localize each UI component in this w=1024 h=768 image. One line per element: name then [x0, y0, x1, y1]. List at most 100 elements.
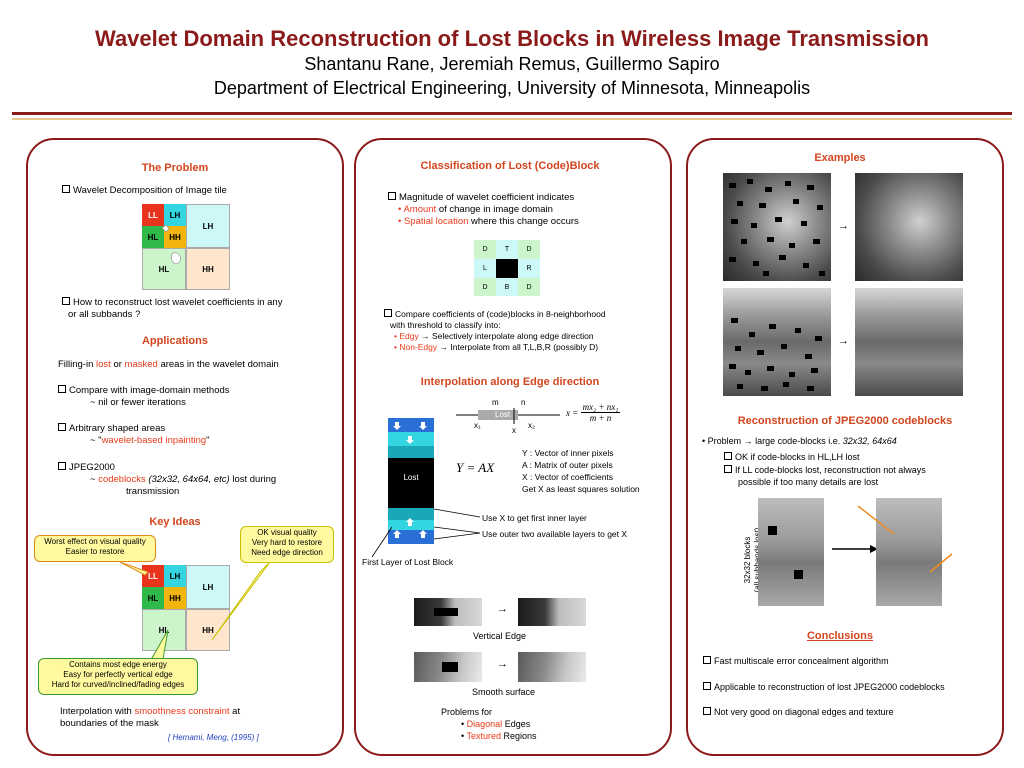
subband-ll: LL [142, 204, 164, 226]
checkbox-bullet-icon [703, 656, 711, 664]
app-filling-text-a: Filling-in [58, 359, 97, 370]
layer-pointer-lines [371, 508, 481, 558]
rotated-label-line1: 32x32 blocks [743, 536, 752, 584]
interp-formula: x = mx₂ + nx₁ m + n [566, 402, 621, 423]
formula-lhs: x = [566, 407, 579, 418]
classification-heading: Classification of Lost (Code)Block [420, 160, 600, 172]
n-label: n [521, 398, 526, 407]
checkbox-bullet-icon [62, 297, 70, 305]
callout-edge-energy: Contains most edge energy Easy for perfe… [38, 658, 198, 695]
lena-damaged-image [723, 173, 831, 281]
a-definition: A : Matrix of outer pixels [522, 460, 613, 470]
subband-hl-small: HL [142, 226, 164, 248]
use-inner-text: Use X to get first inner layer [482, 513, 587, 523]
lost-bar-label: Lost [495, 410, 511, 419]
lena-restored-image [855, 173, 963, 281]
subband-hh-small: HH [164, 226, 186, 248]
app-jpeg-text: JPEG2000 [69, 462, 115, 473]
conclusion-1: Fast multiscale error concealment algori… [703, 655, 993, 667]
checkbox-bullet-icon [58, 423, 66, 431]
lena-lost-blocks [729, 179, 825, 276]
arrow-right-icon: → [497, 658, 508, 670]
app-filling-masked: masked [124, 359, 158, 370]
subband-lh-small: LH [164, 565, 186, 587]
diagonal-rest: Edges [502, 719, 531, 729]
keyideas-heading: Key Ideas [149, 516, 201, 528]
examples-heading: Examples [814, 152, 866, 164]
recon-problem: • Problem → large code-blocks i.e. 32x32… [702, 435, 992, 447]
grid-cell-bl: D [474, 278, 496, 296]
houses-damaged-image [723, 288, 831, 396]
checkbox-bullet-icon [384, 309, 392, 317]
grid-cell-tc: T [496, 240, 518, 259]
subband-hh-big: HH [186, 248, 230, 290]
compare-line2: with threshold to classify into: [390, 320, 501, 330]
grid-cell-bc: B [496, 278, 518, 296]
spatial-red: • Spatial location [398, 216, 469, 227]
problems-for-label: Problems for [441, 707, 493, 717]
app-filling: Filling-in lost or masked areas in the w… [58, 359, 328, 371]
conclusion-2-text: Applicable to reconstruction of lost JPE… [714, 682, 945, 692]
conclusion-2: Applicable to reconstruction of lost JPE… [703, 681, 998, 693]
grid-cell-tr: D [518, 240, 540, 259]
grid-cell-tl: D [474, 240, 496, 259]
arrow-right-icon: → [497, 603, 508, 615]
callout-worst-effect: Worst effect on visual quality Easier to… [34, 535, 156, 562]
poster-department: Department of Electrical Engineering, Un… [213, 78, 811, 98]
smooth-surface-caption: Smooth surface [472, 687, 536, 697]
app-arbitrary-sub-a: ~ " [90, 435, 102, 446]
subband-diagram-key: LL LH HL HH LH HL HH [142, 565, 230, 651]
app-filling-text-c: areas in the wavelet domain [157, 359, 279, 370]
checkbox-bullet-icon [703, 707, 711, 715]
magnitude-text: Magnitude of wavelet coefficient indicat… [388, 192, 658, 228]
callout-edge-energy-line1: Contains most edge energy [69, 660, 167, 669]
problem-bullet-decomposition-text: Wavelet Decomposition of Image tile [73, 185, 227, 196]
use-outer-text: Use outer two available layers to get X [482, 529, 628, 539]
arrow-long-right-icon [832, 545, 878, 553]
app-arbitrary-sub-b: " [206, 435, 210, 446]
boat-orange-pointers [857, 505, 953, 573]
problem-bullet-reconstruct-text: How to reconstruct lost wavelet coeffici… [73, 297, 283, 308]
recon-if-text: If LL code-blocks lost, reconstruction n… [735, 465, 926, 475]
arrow-right-icon: → [838, 335, 849, 347]
recon-if: If LL code-blocks lost, reconstruction n… [724, 464, 994, 488]
poster-authors: Shantanu Rane, Jeremiah Remus, Guillermo… [304, 54, 720, 74]
subband-hl-big: HL [142, 248, 186, 290]
interp-line-diagram [456, 408, 560, 424]
header-divider-accent [12, 118, 1012, 120]
conclusion-3-text: Not very good on diagonal edges and text… [714, 707, 894, 717]
problem-bullet-reconstruct-text-2: or all subbands ? [68, 309, 141, 320]
app-arbitrary-sub-red: wavelet-based inpainting [101, 435, 207, 446]
app-filling-text-b: or [110, 359, 125, 370]
callout-worst-effect-line2: Easier to restore [65, 547, 125, 556]
conclusion-1-text: Fast multiscale error concealment algori… [714, 656, 889, 666]
subband-lh-small: LH [164, 204, 186, 226]
interp-smoothness-c: boundaries of the mask [60, 718, 159, 729]
grid-cell-center-lost [496, 259, 518, 278]
callout-ok-visual-line3: Need edge direction [251, 548, 323, 557]
app-jpeg-sub-b: lost during [229, 474, 277, 485]
x-label: x [512, 426, 516, 435]
recon-ok: OK if code-blocks in HL,LH lost [724, 451, 994, 463]
interp-smoothness-b: at [229, 706, 241, 717]
checkbox-bullet-icon [724, 465, 732, 473]
problems-for: Problems for • Diagonal Edges • Textured… [441, 707, 537, 741]
problem-heading: The Problem [141, 162, 209, 174]
recon-heading: Reconstruction of JPEG2000 codeblocks [737, 415, 953, 427]
vertical-edge-caption: Vertical Edge [473, 631, 527, 641]
yax-equation: Y = AX [456, 460, 495, 475]
checkbox-bullet-icon [388, 192, 396, 200]
callout-edge-energy-line2: Easy for perfectly vertical edge [63, 670, 173, 679]
x-definition: X : Vector of coefficients [522, 472, 614, 482]
compare-text: Compare coefficients of (code)blocks in … [384, 309, 664, 353]
vertical-edge-lost-image [414, 598, 482, 626]
checkbox-bullet-icon [62, 185, 70, 193]
compare-line1: Compare coefficients of (code)blocks in … [395, 309, 606, 319]
layer-arrows-icon [393, 422, 427, 538]
magnitude-text-line: Magnitude of wavelet coefficient indicat… [399, 192, 575, 203]
app-compare: Compare with image-domain methods ~ nil … [58, 385, 328, 409]
app-arbitrary: Arbitrary shaped areas ~ "wavelet-based … [58, 423, 328, 447]
app-jpeg: JPEG2000 ~ codeblocks (32x32, 64x64, etc… [58, 462, 328, 498]
x2-label: x₂ [528, 421, 536, 430]
callout-ok-visual: OK visual quality Very hard to restore N… [240, 526, 334, 563]
